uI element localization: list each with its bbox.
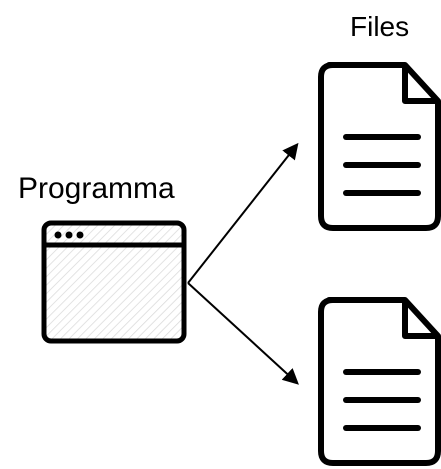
files-label: Files bbox=[350, 11, 410, 42]
program-label: Programma bbox=[18, 172, 175, 205]
file-icon-top bbox=[318, 62, 441, 231]
arrow-to-bottom-file bbox=[187, 282, 299, 385]
window-dot-1 bbox=[54, 231, 62, 239]
file-icon-bottom bbox=[318, 297, 441, 466]
window-dot-2 bbox=[65, 231, 73, 239]
program-window-icon bbox=[41, 220, 187, 344]
arrow-to-top-file bbox=[187, 142, 299, 284]
window-dot-3 bbox=[76, 231, 84, 239]
